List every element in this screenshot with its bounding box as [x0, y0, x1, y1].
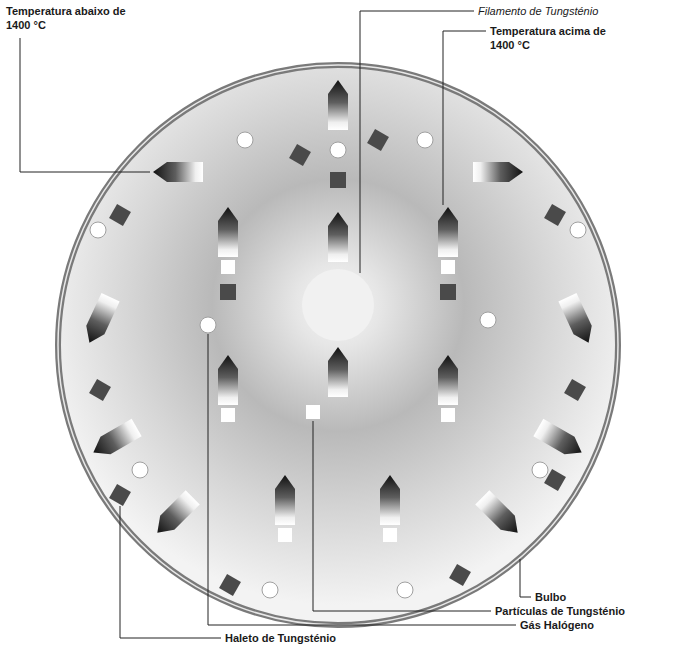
flow-arrows-outer	[80, 80, 597, 540]
region-label: Temperatura abaixo de 1400 °C	[6, 4, 126, 32]
flow-arrows-inner	[218, 207, 458, 525]
part-label: Haleto de Tungsténio	[225, 631, 336, 645]
tungsten-halide-symbols	[89, 129, 586, 596]
part-label: Bulbo	[535, 590, 566, 604]
bulb	[58, 65, 618, 625]
part-label: Gás Halógeno	[520, 618, 594, 632]
leader-lines	[20, 11, 531, 638]
part-label: Partículas de Tungsténio	[495, 604, 625, 618]
tungsten-filament	[302, 269, 374, 341]
part-label: Filamento de Tungsténio	[478, 4, 598, 18]
tungsten-particle-symbols	[221, 260, 455, 542]
region-label: Temperatura acima de 1400 °C	[490, 24, 610, 52]
halogen-gas-symbols	[90, 132, 586, 598]
